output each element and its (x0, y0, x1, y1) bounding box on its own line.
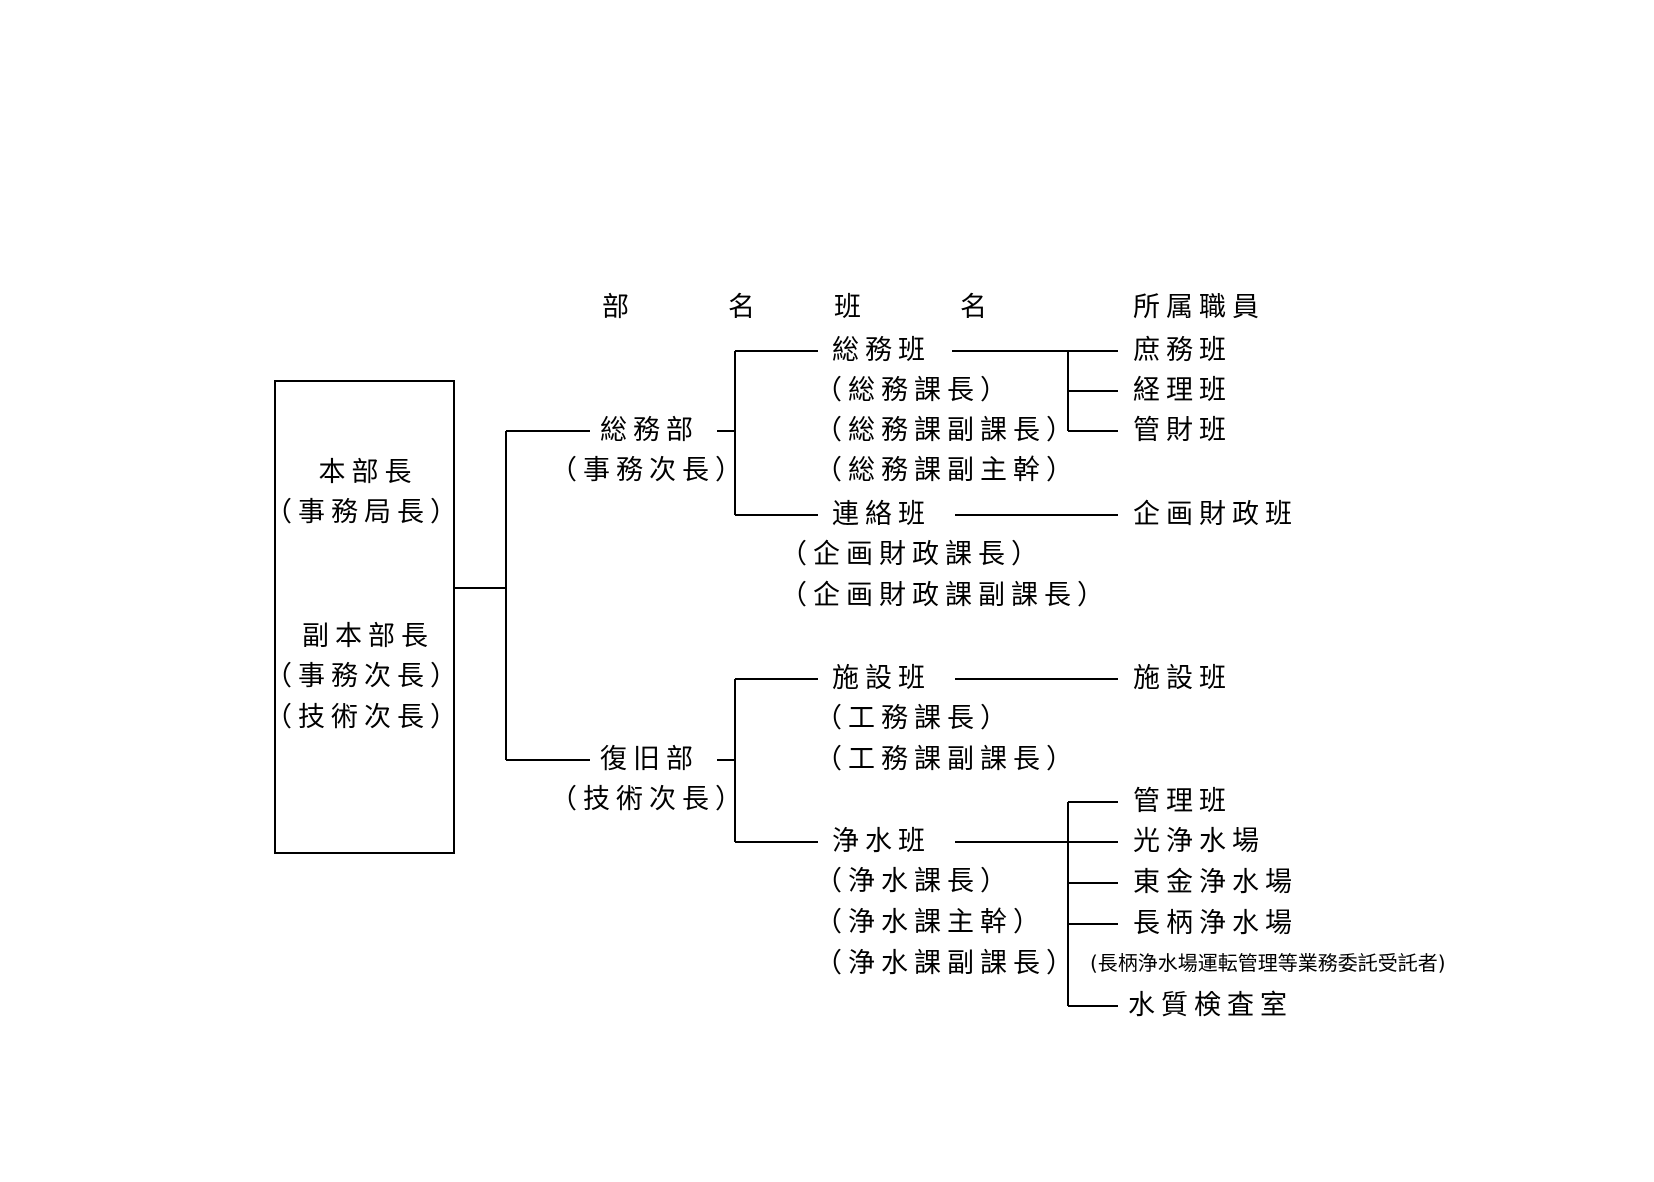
department-role: （技術次長） (550, 784, 748, 815)
team-name: 総務班 (832, 335, 931, 366)
staff-item: 光浄水場 (1133, 826, 1265, 857)
header-department: 部 名 (602, 292, 791, 323)
hq-box (274, 380, 455, 854)
team-name: 連絡班 (832, 499, 931, 530)
staff-item: 管理班 (1133, 786, 1232, 817)
team-role: （工務課長） (815, 703, 1013, 734)
team-role: （浄水課主幹） (815, 907, 1046, 938)
staff-item: 水質検査室 (1128, 990, 1293, 1021)
department-name: 総務部 (600, 415, 699, 446)
header-staff: 所属職員 (1133, 292, 1265, 323)
hq-deputy-role-2: （技術次長） (265, 702, 463, 733)
team-role: （企画財政課副課長） (780, 580, 1110, 611)
staff-item: 管財班 (1133, 415, 1232, 446)
staff-item: 長柄浄水場 (1133, 908, 1298, 939)
staff-item: 企画財政班 (1133, 499, 1298, 530)
team-role: （総務課長） (815, 375, 1013, 406)
team-name: 浄水班 (832, 826, 931, 857)
team-role: （工務課副課長） (815, 744, 1079, 775)
team-role: （企画財政課長） (780, 539, 1044, 570)
hq-deputy: 副本部長 (302, 621, 434, 652)
team-role: （浄水課長） (815, 866, 1013, 897)
staff-item: 経理班 (1133, 375, 1232, 406)
hq-head: 本部長 (318, 457, 418, 488)
staff-item: 施設班 (1133, 663, 1232, 694)
team-role: （総務課副主幹） (815, 455, 1079, 486)
team-role: （総務課副課長） (815, 415, 1079, 446)
header-team: 班 名 (834, 292, 1023, 323)
team-role: （浄水課副課長） (815, 948, 1079, 979)
staff-item: 東金浄水場 (1133, 867, 1298, 898)
team-name: 施設班 (832, 663, 931, 694)
staff-note: (長柄浄水場運転管理等業務委託受託者) (1090, 951, 1446, 975)
department-role: （事務次長） (550, 455, 748, 486)
hq-head-role: （事務局長） (265, 497, 463, 528)
staff-item: 庶務班 (1133, 335, 1232, 366)
department-name: 復旧部 (600, 744, 699, 775)
hq-deputy-role-1: （事務次長） (265, 661, 463, 692)
